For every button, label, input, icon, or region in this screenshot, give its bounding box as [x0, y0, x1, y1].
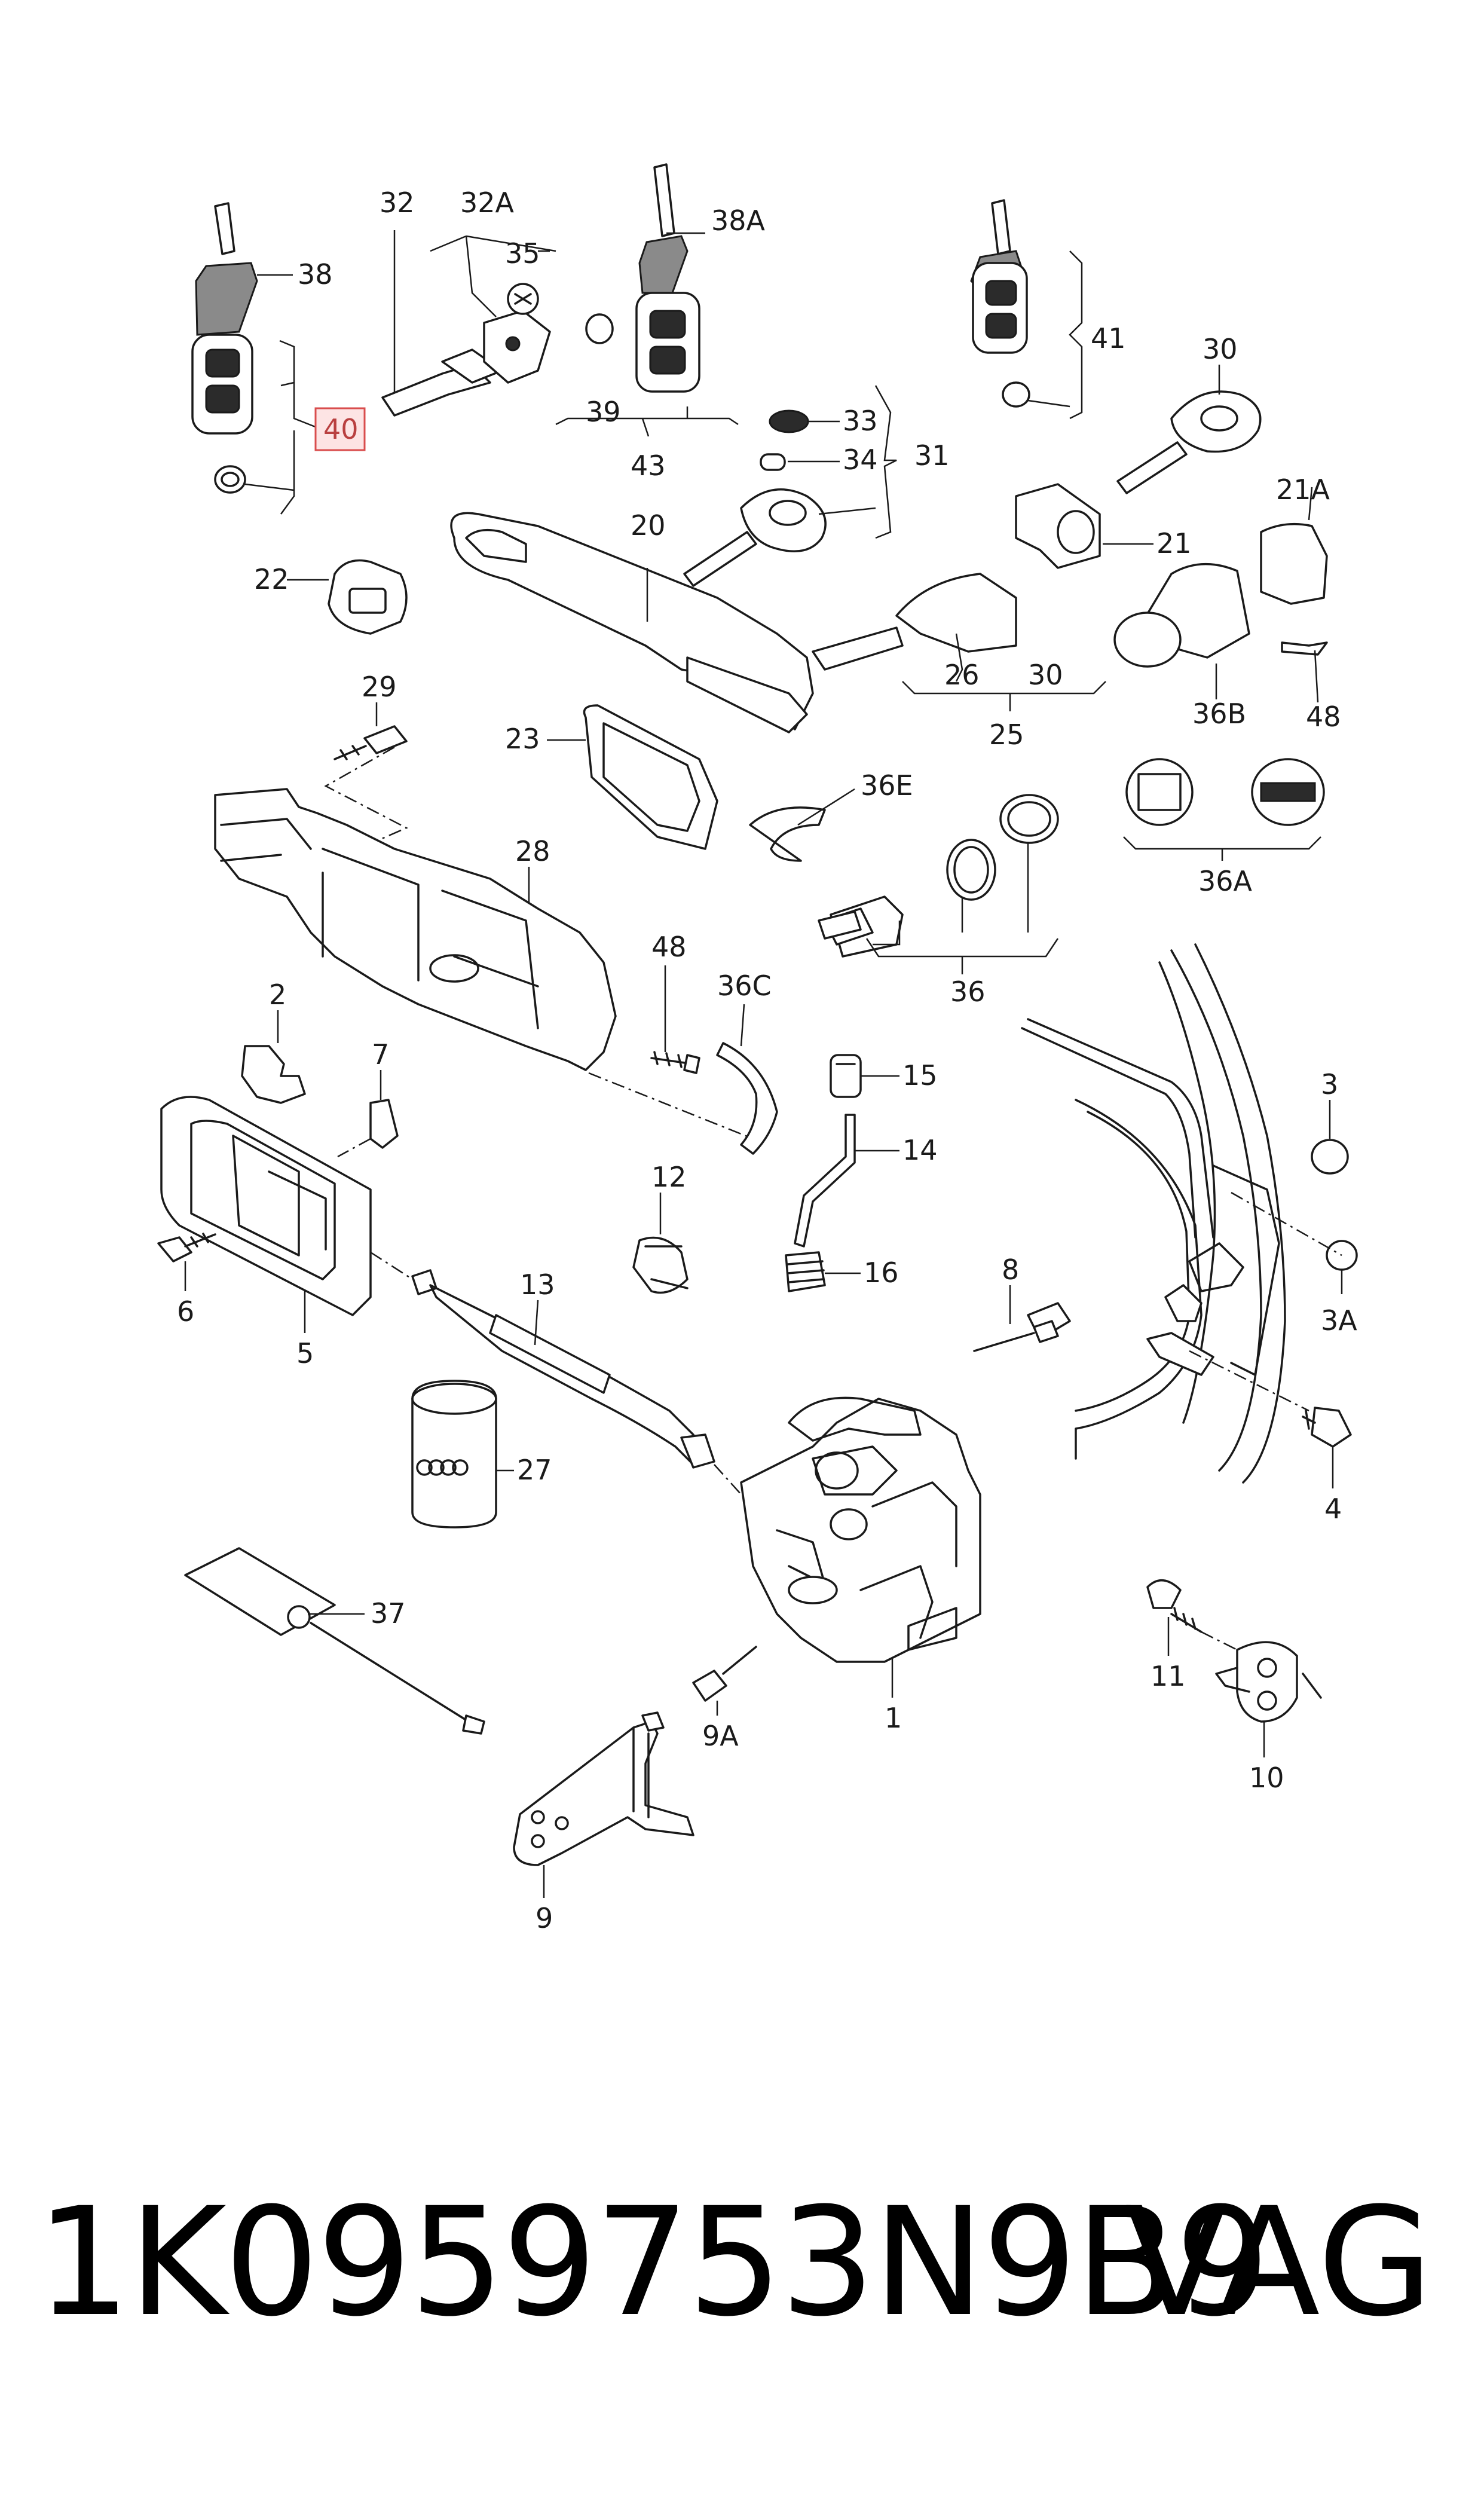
- part-number: 1K0959753N9B9: [36, 2175, 1270, 2349]
- clip-36c: [716, 1004, 778, 1155]
- callout-2: 2: [269, 979, 286, 1011]
- callout-15: 15: [902, 1059, 938, 1092]
- door-handle-20: [450, 512, 814, 733]
- screw-6: [157, 1233, 216, 1291]
- key-31-assembly: [683, 385, 897, 587]
- striker-10-11: [1146, 1579, 1322, 1757]
- gasket-23: [547, 704, 718, 850]
- callout-23: 23: [505, 723, 540, 755]
- lock-cylinder-25: [812, 483, 1328, 711]
- callout-35: 35: [505, 237, 540, 270]
- door-frame: [1021, 943, 1358, 1488]
- callout-12: 12: [651, 1161, 687, 1193]
- clip-7: [337, 1070, 399, 1158]
- callout-9: 9: [536, 1902, 553, 1934]
- key-30: [1116, 365, 1262, 494]
- callout-21: 21: [1156, 527, 1192, 560]
- brand-name: VAG: [1125, 2175, 1433, 2349]
- callout-48a: 48: [651, 931, 687, 963]
- callout-36a: 36A: [1198, 865, 1253, 897]
- callout-11: 11: [1151, 1660, 1186, 1692]
- callout-7: 7: [372, 1038, 389, 1071]
- callout-20: 20: [631, 509, 666, 542]
- callout-36: 36: [950, 976, 986, 1008]
- remote-key-41: [970, 199, 1083, 420]
- clip-2: [241, 1010, 306, 1104]
- callout-14: 14: [902, 1134, 938, 1166]
- screw-29: [324, 702, 408, 850]
- callout-9a: 9A: [702, 1720, 739, 1752]
- callout-6: 6: [177, 1295, 194, 1328]
- callout-16: 16: [864, 1257, 899, 1289]
- inner-handle-5: [160, 1096, 372, 1333]
- bracket-9: [513, 1711, 694, 1898]
- sensor-8: [973, 1285, 1071, 1352]
- remote-key-38-40: [191, 202, 317, 515]
- cable-13: [370, 1251, 742, 1495]
- callout-33: 33: [843, 405, 878, 437]
- callout-31: 31: [914, 439, 950, 472]
- callout-38: 38: [298, 258, 333, 291]
- callout-5: 5: [296, 1337, 314, 1369]
- callout-36c: 36C: [717, 970, 772, 1002]
- clip-12: [632, 1193, 689, 1294]
- callout-8: 8: [1002, 1254, 1019, 1286]
- rings-36: [749, 758, 1325, 974]
- callout-32a: 32A: [460, 187, 515, 219]
- callout-30b: 30: [1203, 333, 1238, 365]
- tag-37: [184, 1547, 485, 1735]
- callout-30a: 30: [1028, 659, 1063, 691]
- callout-4: 4: [1324, 1493, 1342, 1525]
- door-lock-1: [740, 1396, 981, 1698]
- callout-29: 29: [362, 671, 397, 703]
- callout-32: 32: [380, 187, 415, 219]
- callout-21a: 21A: [1276, 473, 1330, 506]
- callout-37: 37: [371, 1597, 406, 1630]
- callout-43: 43: [631, 450, 666, 482]
- callout-26: 26: [944, 659, 980, 691]
- callout-34: 34: [843, 444, 878, 476]
- remote-key-38a-43: [555, 163, 739, 437]
- callout-1: 1: [885, 1702, 902, 1734]
- highlighted-callout-box: [314, 407, 366, 451]
- callout-3a: 3A: [1321, 1304, 1357, 1337]
- bolt-9a: [692, 1646, 757, 1716]
- handle-carrier-28: [214, 788, 754, 1140]
- callout-38a: 38A: [711, 204, 766, 237]
- exploded-parts-diagram: 1 2 3 3A 4 5 6 7 8 9 9A 10 11 12 13 14 1…: [157, 163, 1358, 1934]
- callout-36b: 36B: [1192, 698, 1246, 730]
- seal-22: [287, 559, 408, 635]
- rod-14-15-16: [785, 1054, 899, 1292]
- callout-39: 39: [586, 396, 621, 428]
- callout-22: 22: [254, 563, 289, 595]
- callout-48b: 48: [1306, 701, 1341, 733]
- callout-10: 10: [1249, 1762, 1284, 1794]
- callout-3: 3: [1321, 1068, 1338, 1100]
- callout-28: 28: [515, 835, 550, 867]
- callout-41: 41: [1091, 322, 1126, 354]
- screw-48: [650, 965, 700, 1074]
- callout-36e: 36E: [861, 769, 913, 802]
- callout-40: 40: [323, 413, 359, 445]
- key-housing-32: [381, 230, 556, 417]
- callout-25: 25: [989, 719, 1024, 751]
- callout-13: 13: [520, 1268, 555, 1301]
- callout-27: 27: [517, 1454, 552, 1486]
- grease-can-27: [411, 1380, 514, 1528]
